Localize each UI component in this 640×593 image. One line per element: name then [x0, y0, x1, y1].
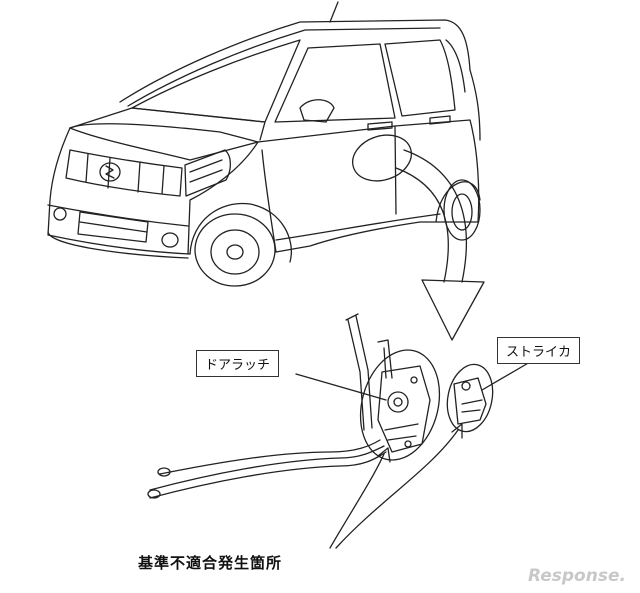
leader-lines: [295, 361, 531, 401]
striker-assembly: [446, 363, 494, 433]
response-watermark: Response.: [528, 566, 626, 586]
defect-arrows: [329, 423, 463, 549]
door-latch-label: ドアラッチ: [196, 350, 280, 377]
latch-assembly: [147, 313, 441, 499]
striker-label: ストライカ: [497, 337, 581, 364]
pointer-arrow: [395, 149, 485, 341]
car-illustration: [47, 1, 481, 287]
defect-location-label: 基準不適合発生箇所: [138, 554, 283, 572]
door-highlight-ellipse: [352, 134, 412, 182]
